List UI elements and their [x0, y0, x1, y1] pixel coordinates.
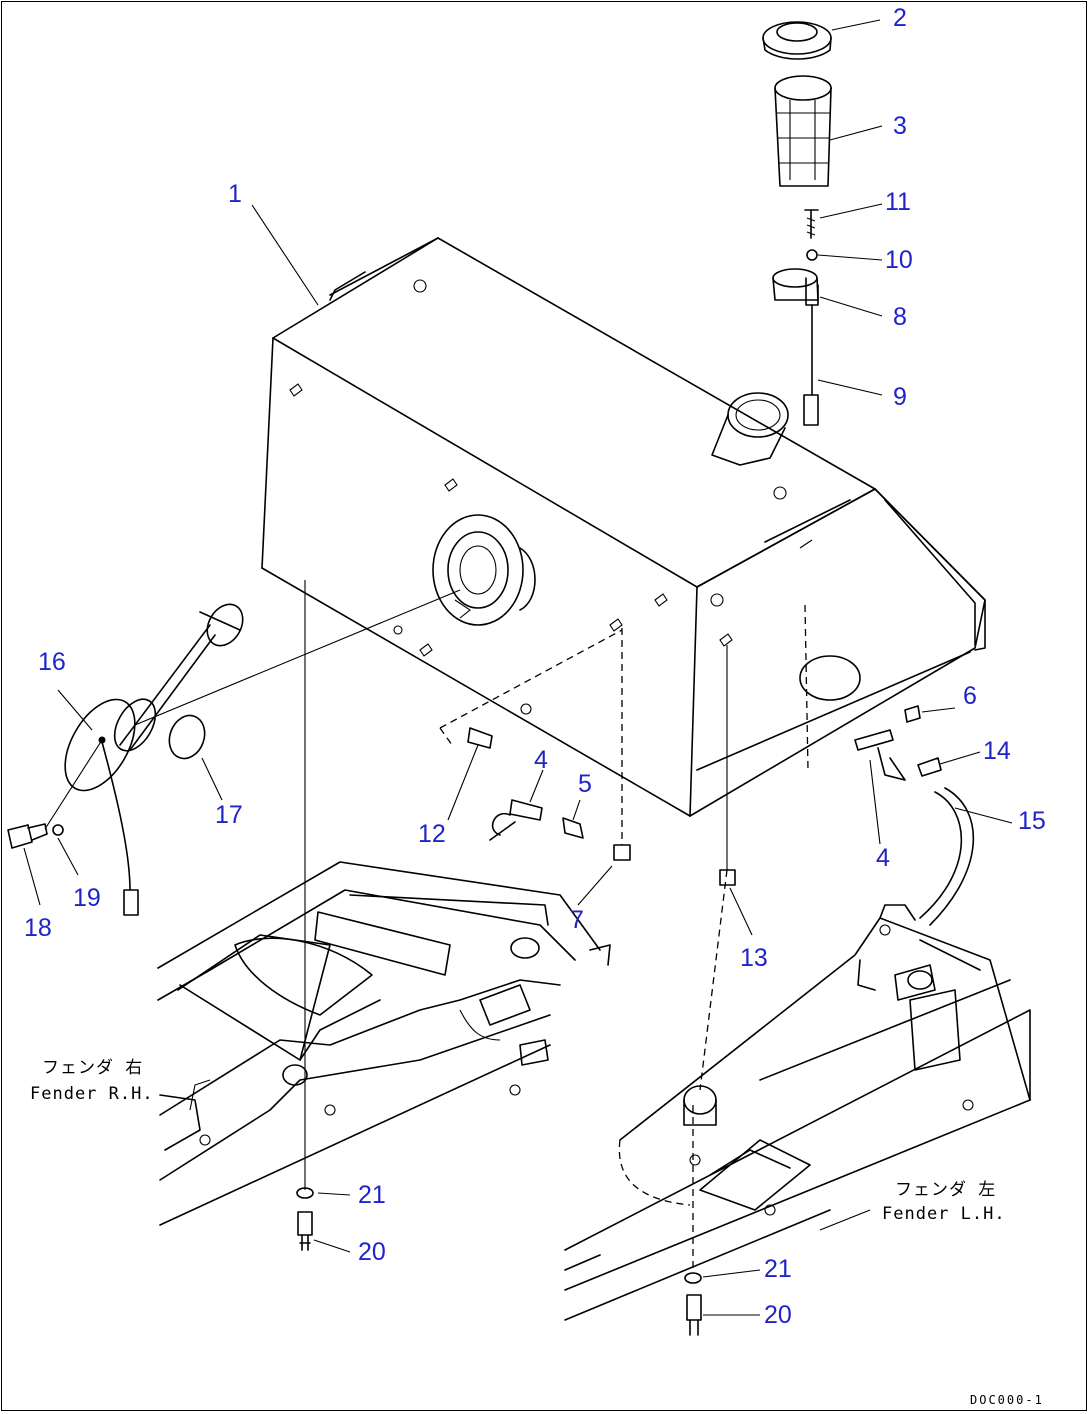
callout-17: 17 [215, 801, 243, 829]
callout-18: 18 [24, 914, 52, 942]
callout-9: 9 [893, 383, 907, 411]
drawing-code: DOC000-1 [970, 1393, 1044, 1407]
callout-20-right: 20 [764, 1301, 792, 1329]
callout-6: 6 [963, 682, 977, 710]
drain-valve-left [439, 629, 623, 841]
sender-unit [64, 589, 461, 916]
callout-2: 2 [893, 4, 907, 32]
screw-washer [7, 739, 103, 849]
callout-15: 15 [1018, 807, 1046, 835]
callout-10: 10 [885, 246, 913, 274]
callout-1: 1 [228, 180, 242, 208]
callout-11: 11 [885, 188, 911, 216]
callout-21-right: 21 [764, 1255, 792, 1283]
callout-5: 5 [578, 770, 592, 798]
callout-8: 8 [893, 303, 907, 331]
leader-lines [23, 19, 1013, 1316]
fender-lh-label-jp: フェンダ 左 [895, 1180, 997, 1200]
callout-12: 12 [418, 820, 446, 848]
fender-lh-label-en: Fender L.H. [882, 1204, 1006, 1224]
callout-20-left: 20 [358, 1238, 386, 1266]
strainer [774, 75, 832, 187]
callout-7: 7 [570, 906, 584, 934]
mount-lines [296, 580, 736, 1336]
gauge-parts [772, 209, 819, 426]
drain-valve-right [804, 604, 975, 926]
fender-rh [157, 861, 611, 1226]
callout-14: 14 [983, 737, 1011, 765]
fender-rh-label-en: Fender R.H. [30, 1084, 154, 1104]
fuel-tank [261, 237, 986, 817]
callout-4-left: 4 [534, 746, 548, 774]
filler-cap [762, 21, 832, 60]
callout-16: 16 [38, 648, 66, 676]
callout-13: 13 [740, 944, 768, 972]
fender-lh [564, 904, 1031, 1321]
callout-21-left: 21 [358, 1181, 386, 1209]
callout-3: 3 [893, 112, 907, 140]
callout-19: 19 [73, 884, 101, 912]
callout-4-right: 4 [876, 844, 890, 872]
fender-rh-label-jp: フェンダ 右 [42, 1058, 144, 1078]
